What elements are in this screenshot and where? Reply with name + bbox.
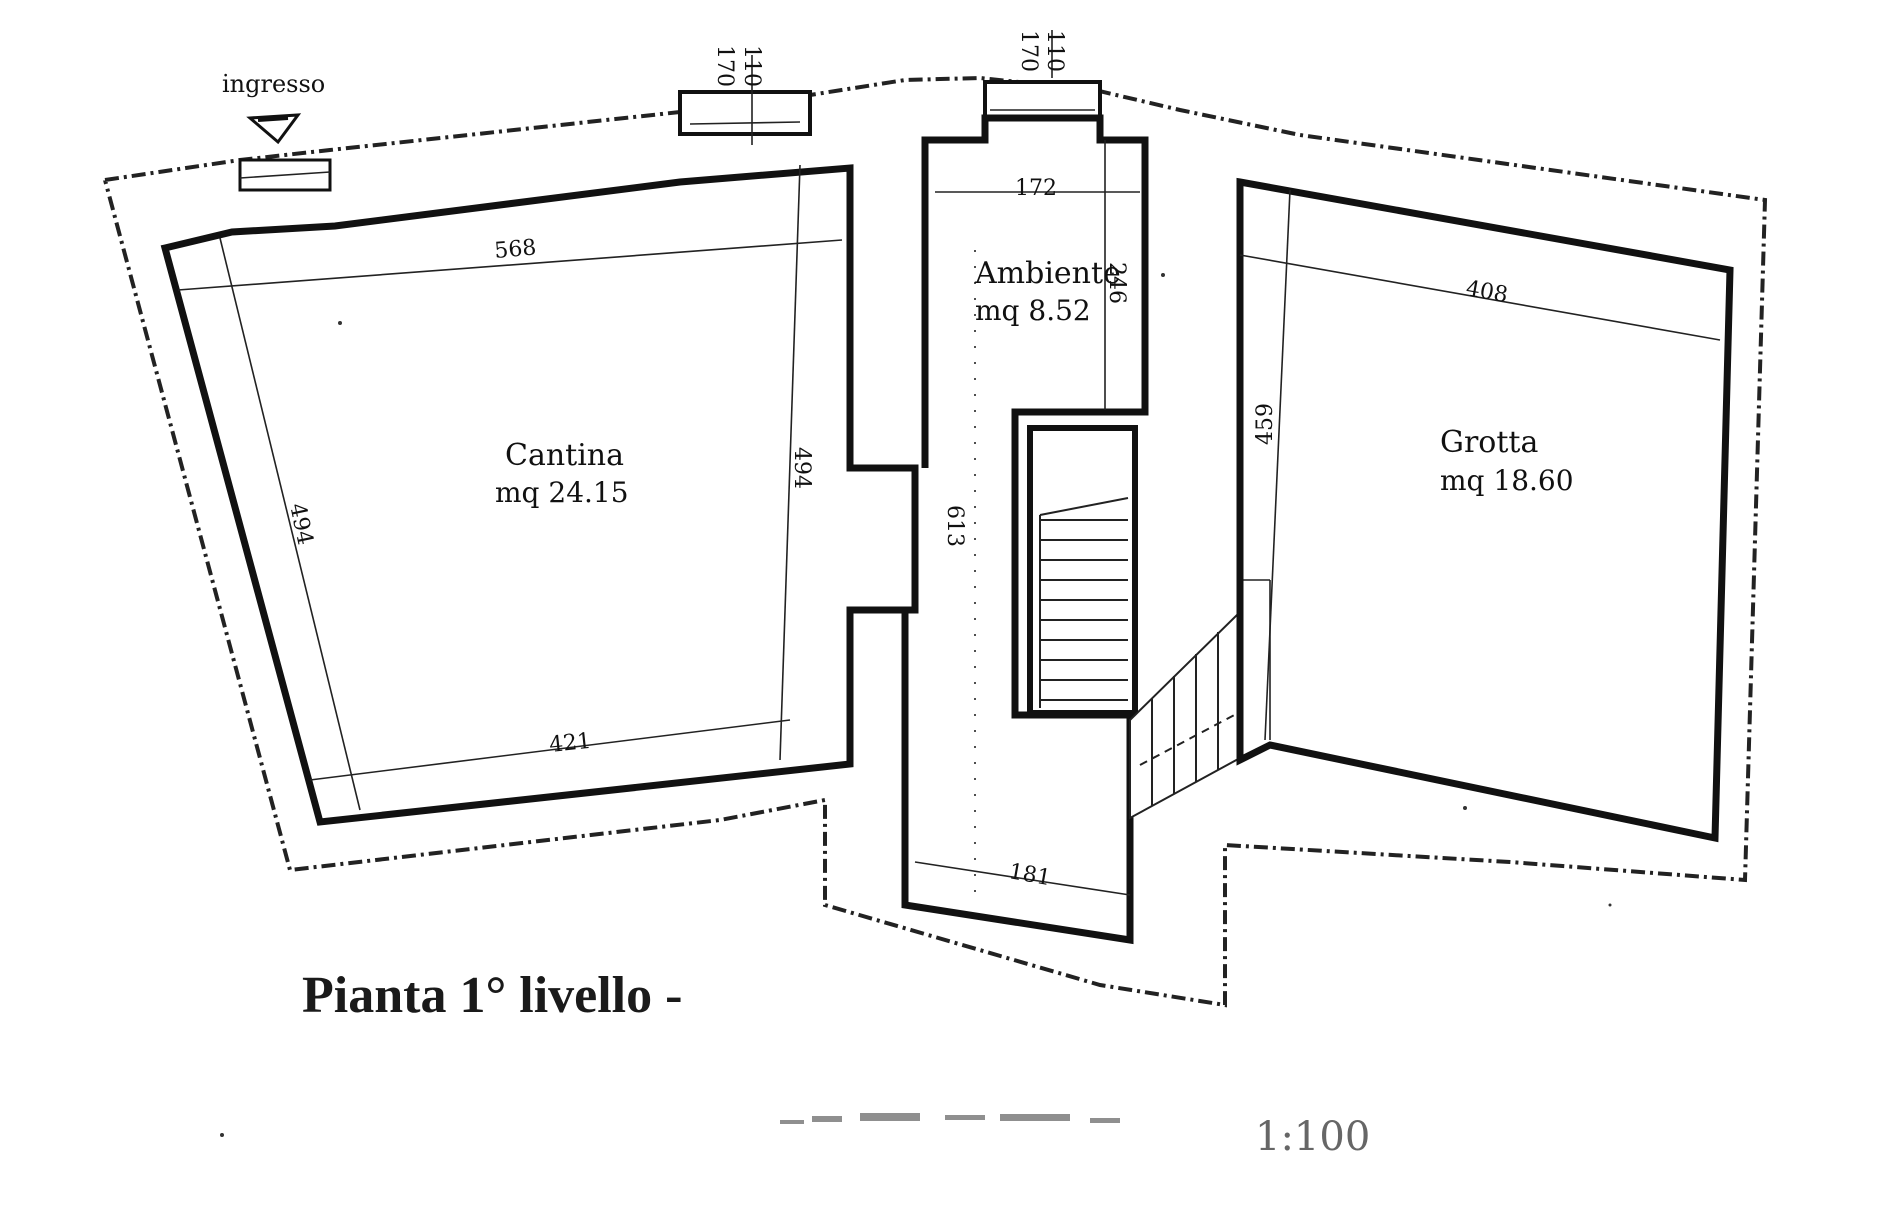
cantina-wall	[160, 164, 919, 826]
room-area-grotta: mq 18.60	[1440, 464, 1574, 497]
outer-boundary-line	[103, 75, 1768, 1008]
dim-cantina-bottom: 421	[548, 729, 592, 758]
staircase	[1027, 425, 1138, 716]
grotta-stair	[1129, 609, 1241, 820]
window-1-sill	[689, 121, 801, 125]
illegible-scale-text: 1:100	[780, 1113, 1370, 1160]
dim-corridor-length: 613	[942, 505, 967, 547]
window-1-sill-label: 170	[712, 45, 737, 87]
room-area-cantina: mq 24.15	[495, 476, 629, 509]
ambiente-wall	[901, 114, 1149, 945]
entrance-arrow-bar	[257, 116, 289, 122]
window-2-height-label: 110	[1042, 30, 1067, 72]
room-name-grotta: Grotta	[1440, 425, 1538, 460]
dim-cantina-left: 494	[284, 501, 317, 547]
window-1	[678, 90, 812, 136]
dim-cantina-right: 494	[789, 447, 814, 489]
grotta-stair-steps	[1139, 632, 1241, 806]
window-2	[983, 80, 1102, 120]
dim-grotta-side: 459	[1253, 403, 1278, 445]
grotta-side-dimension-line	[1264, 189, 1291, 741]
svg-text:1:100: 1:100	[1255, 1114, 1370, 1160]
plan-title: Pianta 1° livello -	[302, 967, 682, 1024]
cantina-inner-line	[177, 239, 843, 291]
room-area-ambiente: mq 8.52	[975, 294, 1091, 327]
grotta-wall	[1236, 177, 1734, 843]
cantina-bottom-dimension-line	[309, 719, 791, 781]
room-name-cantina: Cantina	[505, 438, 624, 473]
window-1-height-label: 110	[739, 45, 764, 87]
entrance-arrow-icon	[246, 113, 302, 145]
cantina-left-dimension-line	[219, 237, 361, 811]
room-name-ambiente: Ambiente	[974, 256, 1121, 291]
cantina-right-dimension-line	[779, 164, 801, 761]
grotta-top-dimension-line	[1239, 254, 1721, 341]
dim-cantina-top: 568	[493, 235, 537, 264]
window-2-sill-label: 170	[1016, 30, 1041, 72]
corridor-bottom-dimension-line	[914, 861, 1131, 896]
dim-corridor-bottom: 181	[1007, 859, 1053, 891]
dim-ambiente-top: 172	[1015, 176, 1057, 201]
entrance-label: ingresso	[222, 70, 325, 98]
dim-grotta-top: 408	[1464, 276, 1510, 308]
dim-ambiente-side: 246	[1104, 262, 1129, 304]
entrance-threshold	[239, 171, 331, 179]
stair-steps	[1039, 497, 1129, 708]
